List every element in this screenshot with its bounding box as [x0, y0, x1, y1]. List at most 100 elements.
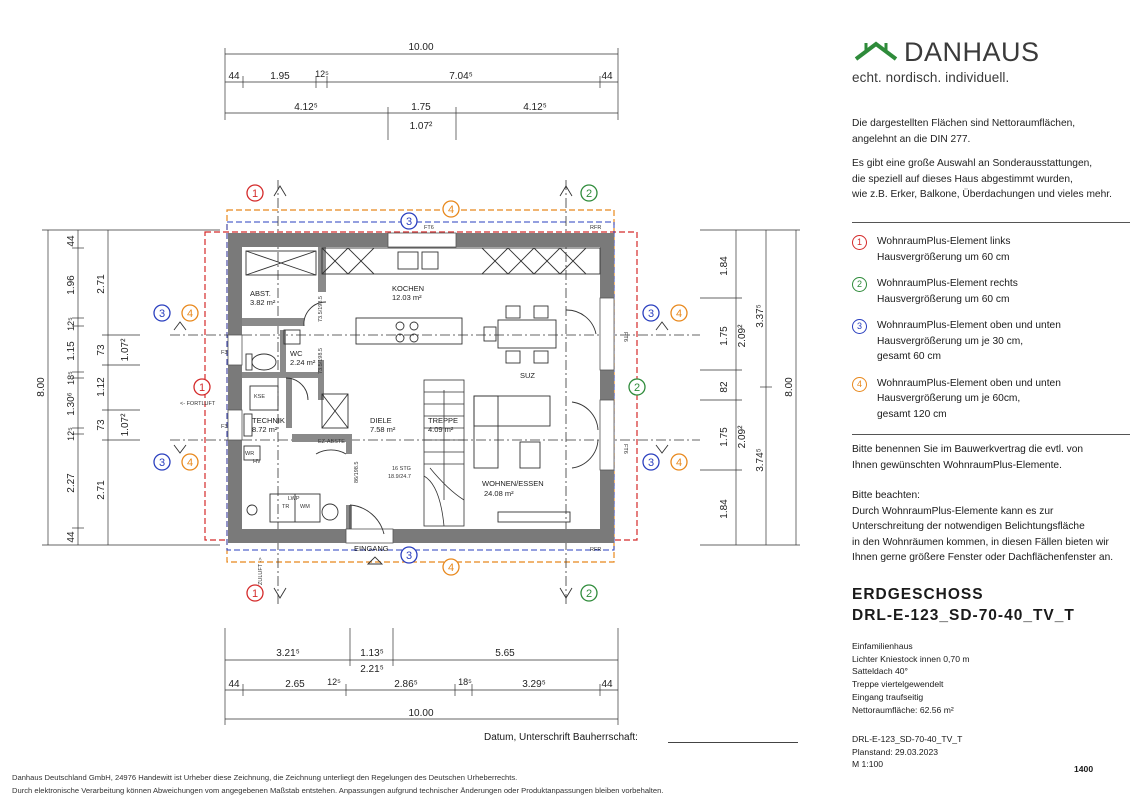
dim-left-n: 2.71 [96, 480, 107, 500]
svg-text:1: 1 [252, 588, 258, 600]
doors [285, 301, 385, 535]
marker-4-top: 4 [442, 200, 460, 218]
dim-bottom-a: 3.21⁵ [276, 648, 300, 659]
dim-top-total: 10.00 [408, 42, 433, 53]
zuluft-label: ZULUFT -> [258, 557, 264, 585]
marker-4-bottom: 4 [442, 558, 460, 576]
svg-text:3: 3 [406, 216, 412, 228]
dim-left-j: 2.71 [96, 274, 107, 294]
dim-bottom-h: 2.86⁵ [394, 679, 418, 690]
legend-text-4b: Hausvergrößerung um je 60cm, [877, 393, 1021, 404]
legend-text-3b: Hausvergrößerung um je 30 cm, [877, 335, 1024, 347]
attention-4: in den Wohnräumen kommen, in diesen Fäll… [852, 536, 1109, 548]
dim-left-b: 1.96 [66, 275, 77, 295]
legend-text-2a: WohnraumPlus-Element rechts [877, 278, 1018, 289]
dim-bottom-j: 3.29⁵ [522, 679, 546, 690]
plan-info-code: DRL-E-123_SD-70-40_TV_T [852, 734, 963, 744]
svg-text:1: 1 [252, 188, 258, 200]
options-note-1: Es gibt eine große Auswahl an Sonderauss… [852, 158, 1093, 169]
dim-right-total: 8.00 [784, 377, 795, 397]
marker-1-top: 1 [246, 184, 264, 202]
svg-text:1: 1 [199, 382, 205, 394]
dim-top-e: 44 [601, 71, 613, 82]
svg-text:3: 3 [648, 457, 654, 469]
copyright-footer: Danhaus Deutschland GmbH, 24976 Handewit… [12, 771, 663, 797]
legend-marker-2: 2 [852, 277, 867, 292]
marker-3-left-top: 3 [153, 304, 171, 322]
brand-name: DANHAUS [904, 36, 1040, 67]
stair-dimension: 18.9/24.7 [388, 474, 411, 480]
kitchen-counter [321, 247, 601, 345]
dim-top-b: 1.95 [270, 71, 290, 82]
info-panel: DANHAUS echt. nordisch. individuell. Die… [852, 36, 1132, 774]
svg-text:4: 4 [187, 308, 193, 320]
marker-1-bottom: 1 [246, 584, 264, 602]
dim-left-e: 18⁵ [66, 371, 76, 385]
label-suz: SUZ [520, 371, 535, 380]
dim-left-p: 1.07² [120, 413, 131, 436]
signature-line[interactable] [668, 742, 798, 743]
legend-marker-4: 4 [852, 376, 867, 392]
legend-text-3c: gesamt 60 cm [877, 351, 941, 362]
legend-marker-3: 3 [852, 319, 867, 334]
brand-logo: DANHAUS [852, 36, 1132, 68]
legend-text-4a: WohnraumPlus-Element oben und unten [877, 377, 1061, 389]
svg-text:4: 4 [448, 204, 454, 216]
exterior-walls [228, 233, 614, 543]
spec-item: Treppe viertelgewendelt [852, 679, 944, 690]
kse-label: KSE [254, 394, 265, 400]
dim-top-h: 4.12⁵ [523, 102, 547, 113]
signature-label: Datum, Unterschrift Bauherrschaft: [484, 732, 638, 743]
dim-right-h: 2.09² [737, 324, 748, 347]
dim-bottom-d: 2.21⁵ [360, 664, 384, 675]
spec-item: Einfamilienhaus [852, 641, 913, 651]
dim-bottom-c: 5.65 [495, 648, 515, 659]
dim-top-a: 44 [228, 71, 240, 82]
contract-note-1: Bitte benennen Sie im Bauwerkvertrag die… [852, 444, 1084, 455]
dim-left-i: 44 [66, 531, 77, 543]
rfr-label-bottom: RFR [590, 547, 601, 553]
ft6-label-right-1: FT6 [622, 332, 628, 342]
dim-right-d: 1.75 [719, 427, 730, 447]
dim-bottom-k: 44 [601, 679, 613, 690]
svg-text:4: 4 [676, 457, 682, 469]
marker-1-left: 1 [193, 378, 211, 396]
lwp-label: LWP [288, 496, 300, 502]
svg-text:2: 2 [586, 588, 592, 600]
notes-section: Die dargestellten Flächen sind Nettoraum… [852, 116, 1112, 212]
legend-marker-1: 1 [852, 235, 867, 250]
divider [852, 434, 1130, 435]
room-area-treppe: 4.09 m² [428, 425, 454, 434]
attention-2: Durch WohnraumPlus-Elemente kann es zur [852, 505, 1054, 517]
floor-plan: ABST. 3.82 m² KOCHEN 12.03 m² WC 2.24 m²… [36, 42, 800, 725]
marker-2-bottom: 2 [580, 584, 598, 602]
plan-info: DRL-E-123_SD-70-40_TV_T Planstand: 29.03… [852, 733, 962, 771]
room-area-wohnen: 24.08 m² [484, 489, 514, 498]
floor-name: ERDGESCHOSS [852, 586, 984, 603]
wr-label: WR [245, 451, 254, 457]
room-area-kochen: 12.03 m² [392, 293, 422, 302]
legend-text-1a: WohnraumPlus-Element links [877, 236, 1011, 247]
dim-bottom-f: 2.65 [285, 679, 305, 690]
dim-right-a: 1.84 [719, 256, 730, 276]
plan-info-date: Planstand: 29.03.2023 [852, 746, 939, 757]
dim-left-h: 2.27 [66, 473, 77, 493]
room-label-treppe: TREPPE [428, 416, 458, 425]
dim-bottom-total: 10.00 [408, 708, 433, 719]
svg-text:4: 4 [187, 457, 193, 469]
dim-top-i: 1.07² [410, 121, 433, 132]
spec-item: Nettoraumfläche: 62.56 m² [852, 704, 954, 715]
dim-bottom-g: 12⁵ [327, 677, 341, 687]
dim-left-a: 44 [66, 235, 77, 247]
legend-text-4c: gesamt 120 cm [877, 408, 947, 420]
stair-steps: 16 STG [392, 466, 411, 472]
dim-top-c: 12⁵ [315, 69, 329, 79]
dimension-lines-left [42, 229, 220, 546]
dim-top-g: 1.75 [411, 102, 431, 113]
area-note-1: Die dargestellten Flächen sind Nettoraum… [852, 118, 1076, 129]
dim-right-b: 1.75 [719, 326, 730, 346]
room-label-wohnen: WOHNEN/ESSEN [482, 479, 544, 488]
marker-3-bottom: 3 [400, 546, 418, 564]
